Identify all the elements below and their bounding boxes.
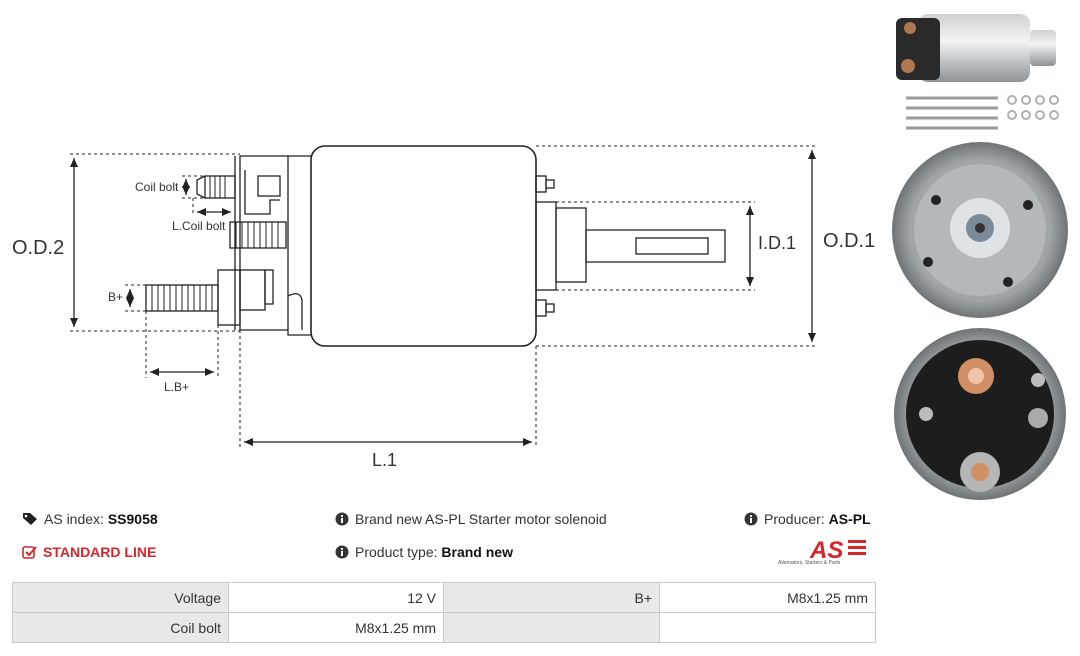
spec-key: Coil bolt (12, 612, 229, 643)
as-index-label: AS index: (44, 511, 104, 527)
label-l1: L.1 (372, 450, 397, 470)
description-text: Brand new AS-PL Starter motor solenoid (355, 511, 607, 527)
product-type-value: Brand new (441, 544, 513, 560)
product-type: Product type: Brand new (335, 544, 513, 560)
label-l-b-plus: L.B+ (164, 380, 189, 394)
as-pl-logo: AS (809, 537, 866, 564)
solenoid-front-photo (892, 142, 1068, 318)
info-icon (335, 545, 349, 559)
logo-text: AS (809, 537, 843, 564)
description: Brand new AS-PL Starter motor solenoid (335, 511, 607, 527)
specs-table: Voltage 12 V B+ M8x1.25 mm Coil bolt M8x… (12, 582, 876, 643)
producer-value: AS-PL (828, 511, 871, 527)
label-coil-bolt: Coil bolt (135, 180, 179, 194)
producer: Producer: AS-PL (744, 511, 871, 527)
spec-value: M8x1.25 mm (228, 612, 444, 643)
label-id1: I.D.1 (758, 233, 796, 253)
spec-value: M8x1.25 mm (659, 582, 876, 613)
logo-tagline: Alternators, Starters & Parts (778, 560, 841, 566)
standard-line-label: STANDARD LINE (43, 544, 157, 560)
spec-value: 12 V (228, 582, 444, 613)
solenoid-side-photo (896, 14, 1056, 82)
technical-drawing: Coil bolt L.Coil bolt B+ L.B+ O.D.2 O.D.… (12, 145, 875, 470)
solenoid-terminal-photo (894, 328, 1066, 500)
label-od2: O.D.2 (12, 237, 64, 259)
label-l-coil-bolt: L.Coil bolt (172, 219, 226, 233)
spec-key: Voltage (12, 582, 229, 613)
producer-label: Producer: (764, 511, 825, 527)
standard-line: STANDARD LINE (22, 544, 156, 560)
mounting-kit-photo (906, 96, 998, 130)
spec-value (659, 612, 876, 643)
info-icon (335, 512, 349, 526)
product-photos (892, 14, 1068, 500)
label-b-plus: B+ (108, 290, 123, 304)
info-icon (744, 512, 758, 526)
spec-key (443, 612, 660, 643)
as-index-value: SS9058 (107, 511, 158, 527)
table-row: Voltage 12 V B+ M8x1.25 mm (12, 582, 876, 613)
tag-icon (22, 512, 38, 526)
checkbox-icon (22, 545, 37, 559)
product-type-label: Product type: (355, 544, 438, 560)
label-od1: O.D.1 (823, 230, 875, 252)
washers (1007, 95, 1059, 120)
as-index: AS index: SS9058 (22, 511, 158, 527)
spec-key: B+ (443, 582, 660, 613)
table-row: Coil bolt M8x1.25 mm (12, 612, 876, 643)
